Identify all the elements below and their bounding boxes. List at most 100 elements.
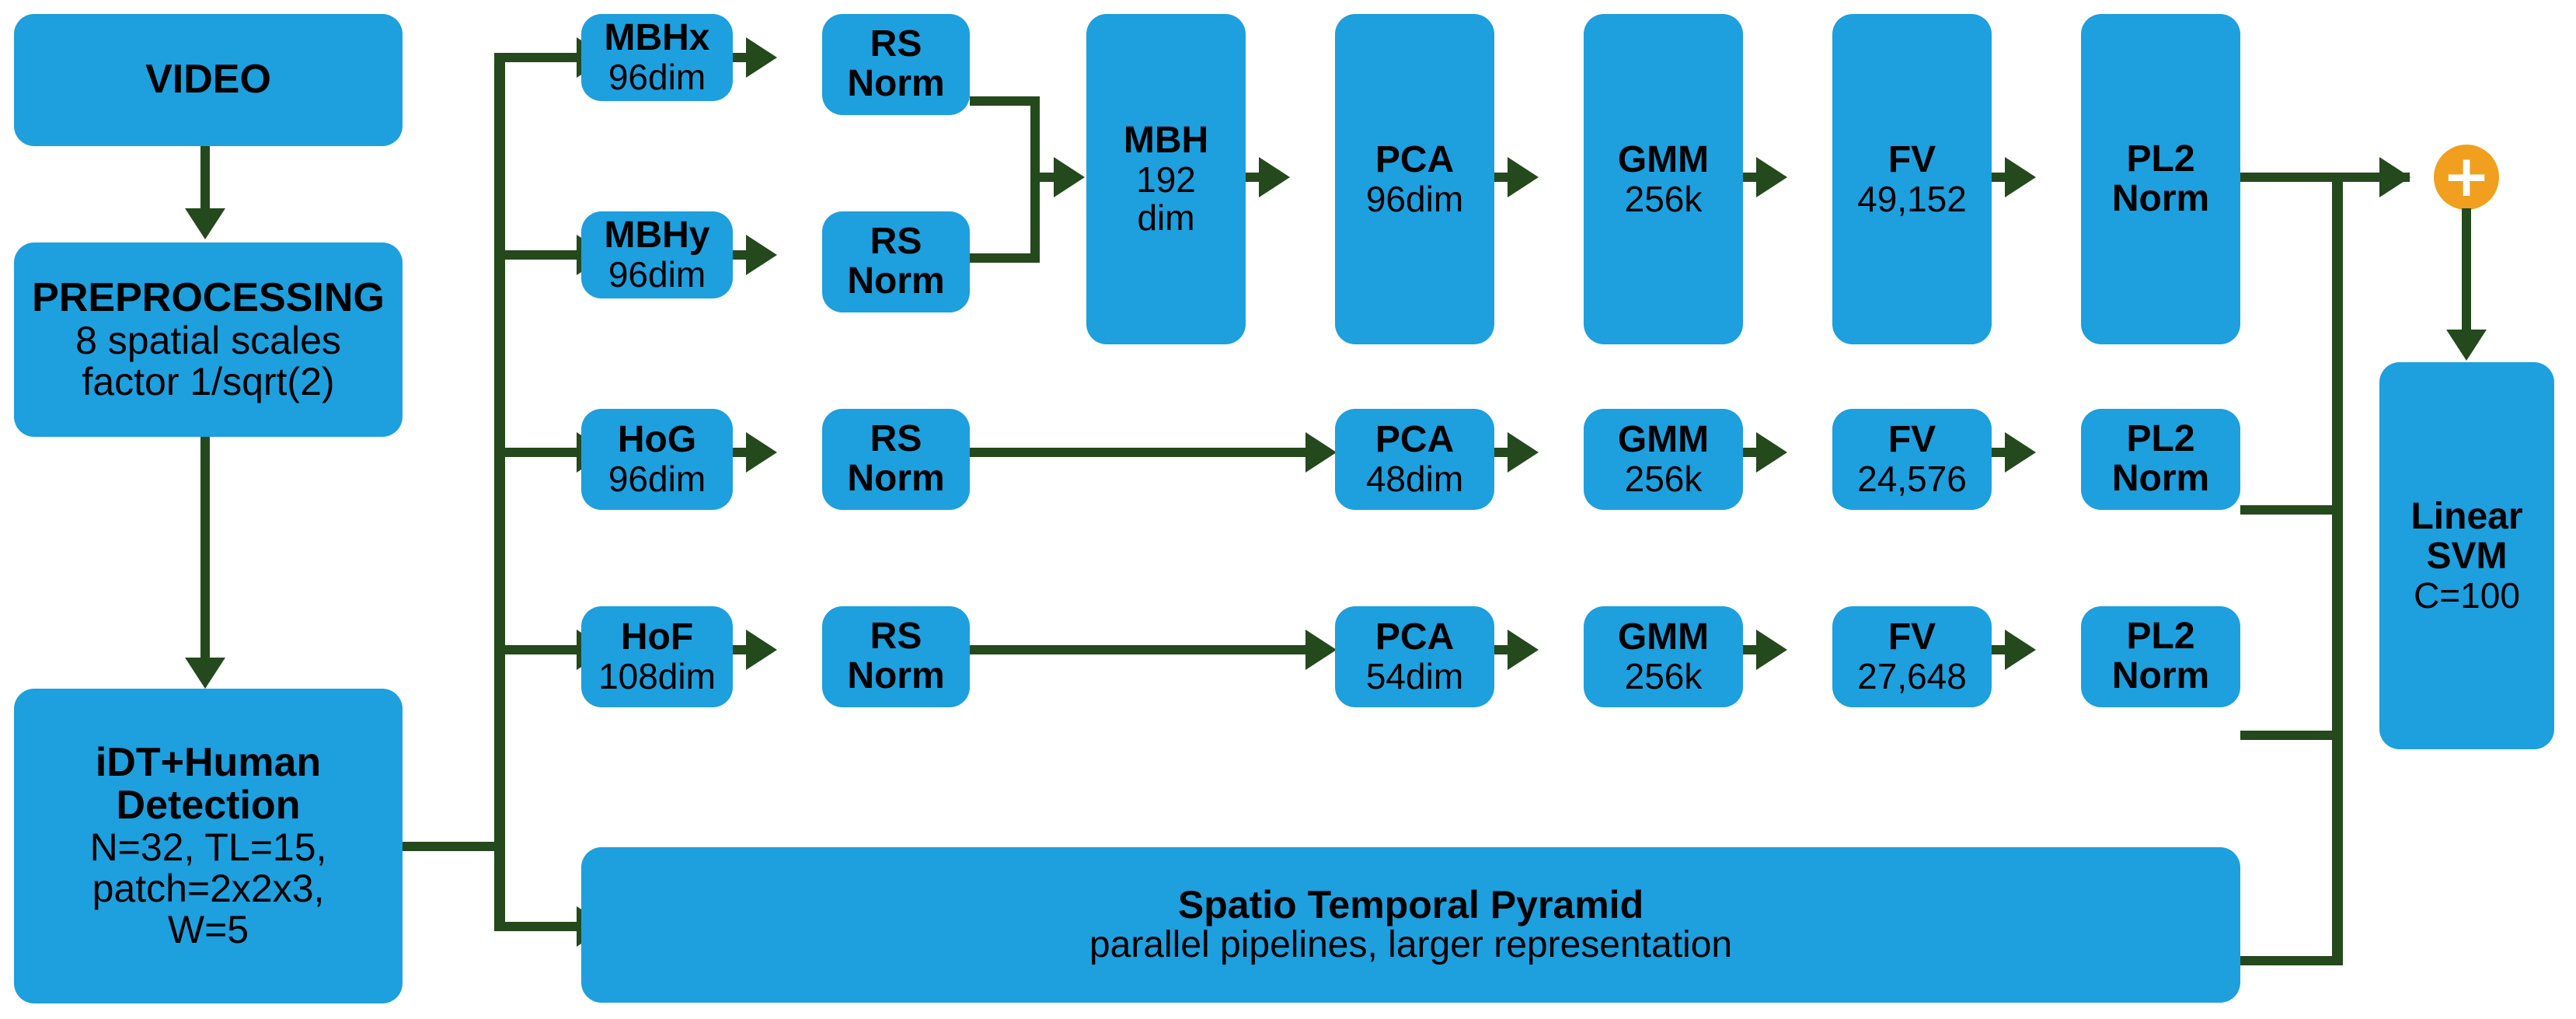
node-mbh-line3: dim	[1137, 197, 1195, 238]
arrowhead-rsnorm-hof-to-pca	[1305, 630, 1337, 670]
fanout-branch-mbhy	[500, 250, 591, 260]
node-mbhy[interactable]: MBHy 96dim	[581, 211, 733, 298]
node-rsnorm-hog-line1: RS	[870, 418, 922, 460]
node-rsnorm-mbhx[interactable]: RS Norm	[822, 14, 970, 115]
arrowhead-hog-to-rsnorm	[746, 432, 777, 473]
node-rsnorm-hof-line1: RS	[870, 616, 922, 658]
node-fv-mbh-line2: 49,152	[1857, 178, 1967, 219]
node-gmm-mbh[interactable]: GMM 256k	[1584, 14, 1743, 344]
node-spatio-temporal-pyramid[interactable]: Spatio Temporal Pyramid parallel pipelin…	[581, 847, 2240, 1003]
node-video-line1: VIDEO	[145, 57, 271, 103]
node-hof[interactable]: HoF 108dim	[581, 606, 733, 707]
node-idt-human-detection[interactable]: iDT+Human Detection N=32, TL=15, patch=2…	[14, 689, 403, 1003]
node-pl2-mbh-line1: PL2	[2126, 138, 2195, 180]
merge-pl2-mbh-stub	[2240, 173, 2341, 182]
node-fv-hog[interactable]: FV 24,576	[1832, 409, 1992, 510]
edge-preprocessing-to-idt	[200, 437, 210, 662]
node-rsnorm-mbhy-line2: Norm	[847, 260, 945, 302]
node-hog-line1: HoG	[617, 419, 697, 461]
node-pl2-hog-line1: PL2	[2126, 418, 2195, 460]
node-stp-line2: parallel pipelines, larger representatio…	[1089, 924, 1733, 966]
node-svm-line1: Linear	[2410, 495, 2523, 537]
node-rsnorm-hof-line2: Norm	[847, 655, 945, 696]
node-pca-hog-line1: PCA	[1375, 419, 1455, 461]
plus-aggregation-icon[interactable]: +	[2434, 145, 2499, 210]
node-preprocessing-line1: PREPROCESSING	[32, 275, 385, 321]
arrowhead-mbhy-to-rsnorm	[746, 235, 777, 275]
arrowhead-mbh-to-pca	[1259, 157, 1290, 197]
arrowhead-rsnorm-hog-to-pca	[1305, 432, 1337, 473]
node-idt-line3: N=32, TL=15,	[89, 825, 327, 870]
arrowhead-gmm-to-fv-mbh	[1756, 157, 1787, 197]
merge-pl2-hog-stub	[2240, 505, 2341, 515]
node-pl2-mbh-line2: Norm	[2111, 177, 2210, 219]
node-fv-mbh-line1: FV	[1888, 138, 1936, 180]
node-hof-line2: 108dim	[598, 656, 716, 697]
node-pl2-hof[interactable]: PL2 Norm	[2081, 606, 2240, 707]
node-rsnorm-mbhy[interactable]: RS Norm	[822, 211, 970, 312]
merge-right-vertical-bus	[2332, 173, 2343, 965]
node-fv-hog-line2: 24,576	[1857, 459, 1967, 500]
node-pl2-hof-line2: Norm	[2111, 655, 2210, 696]
arrowhead-fv-to-pl2-mbh	[2005, 157, 2036, 197]
arrowhead-video-to-preprocessing	[185, 208, 225, 239]
fanout-branch-stp	[500, 922, 591, 931]
plus-icon: +	[2442, 143, 2491, 211]
node-gmm-hog[interactable]: GMM 256k	[1584, 409, 1743, 510]
arrowhead-gmm-to-fv-hog	[1756, 432, 1787, 473]
node-gmm-hof[interactable]: GMM 256k	[1584, 606, 1743, 707]
node-pca-mbh[interactable]: PCA 96dim	[1335, 14, 1494, 344]
arrowhead-hof-to-rsnorm	[746, 630, 777, 670]
node-gmm-mbh-line1: GMM	[1617, 138, 1710, 180]
node-idt-line2: Detection	[116, 783, 301, 828]
node-pl2-hog[interactable]: PL2 Norm	[2081, 409, 2240, 510]
node-mbh-line1: MBH	[1123, 120, 1209, 162]
fanout-stub-horizontal	[403, 842, 500, 851]
node-fv-mbh[interactable]: FV 49,152	[1832, 14, 1992, 344]
node-rsnorm-hof[interactable]: RS Norm	[822, 606, 970, 707]
node-pca-mbh-line2: 96dim	[1365, 178, 1464, 219]
edge-video-to-preprocessing	[200, 146, 210, 213]
merge-pl2-hof-stub	[2240, 731, 2341, 740]
node-mbhx[interactable]: MBHx 96dim	[581, 14, 733, 101]
node-hof-line1: HoF	[620, 616, 694, 658]
fanout-branch-hog	[500, 448, 591, 457]
node-mbh-line2: 192	[1136, 159, 1196, 201]
arrowhead-preprocessing-to-idt	[185, 658, 225, 689]
node-video[interactable]: VIDEO	[14, 14, 403, 146]
edge-plus-to-svm	[2462, 208, 2471, 339]
node-gmm-hof-line2: 256k	[1624, 656, 1703, 697]
merge-rsnorm-mbhx-stub	[970, 96, 1040, 106]
fanout-branch-mbhx	[500, 53, 591, 62]
arrowhead-gmm-to-fv-hof	[1756, 630, 1787, 670]
node-fv-hof-line1: FV	[1888, 616, 1936, 658]
node-linear-svm[interactable]: Linear SVM C=100	[2379, 362, 2554, 749]
node-pca-hof-line1: PCA	[1375, 616, 1455, 658]
arrowhead-fv-to-pl2-hog	[2005, 432, 2036, 473]
node-mbhx-line1: MBHx	[604, 17, 710, 59]
arrowhead-fv-to-pl2-hof	[2005, 630, 2036, 670]
node-idt-line1: iDT+Human	[95, 739, 322, 785]
node-pca-hog-line2: 48dim	[1365, 459, 1464, 500]
node-mbh[interactable]: MBH 192 dim	[1086, 14, 1246, 344]
node-hog[interactable]: HoG 96dim	[581, 409, 733, 510]
merge-rsnorm-mbhy-stub	[970, 253, 1040, 263]
node-fv-hof-line2: 27,648	[1857, 656, 1967, 697]
fanout-bus-vertical	[494, 53, 505, 931]
node-mbhx-line2: 96dim	[608, 57, 706, 98]
node-pca-hof[interactable]: PCA 54dim	[1335, 606, 1494, 707]
node-rsnorm-mbhy-line1: RS	[870, 221, 922, 263]
node-rsnorm-hog[interactable]: RS Norm	[822, 409, 970, 510]
node-pca-hog[interactable]: PCA 48dim	[1335, 409, 1494, 510]
node-fv-hof[interactable]: FV 27,648	[1832, 606, 1992, 707]
node-gmm-hog-line2: 256k	[1624, 459, 1703, 500]
node-fv-hog-line1: FV	[1888, 419, 1936, 461]
arrowhead-pca-to-gmm-hof	[1508, 630, 1539, 670]
node-preprocessing[interactable]: PREPROCESSING 8 spatial scales factor 1/…	[14, 243, 403, 437]
node-rsnorm-mbhx-line2: Norm	[847, 63, 945, 104]
node-pl2-mbh[interactable]: PL2 Norm	[2081, 14, 2240, 344]
node-pca-mbh-line1: PCA	[1375, 138, 1455, 180]
node-rsnorm-mbhx-line1: RS	[870, 23, 922, 65]
node-pl2-hof-line1: PL2	[2126, 616, 2195, 658]
node-pl2-hog-line2: Norm	[2111, 458, 2210, 499]
